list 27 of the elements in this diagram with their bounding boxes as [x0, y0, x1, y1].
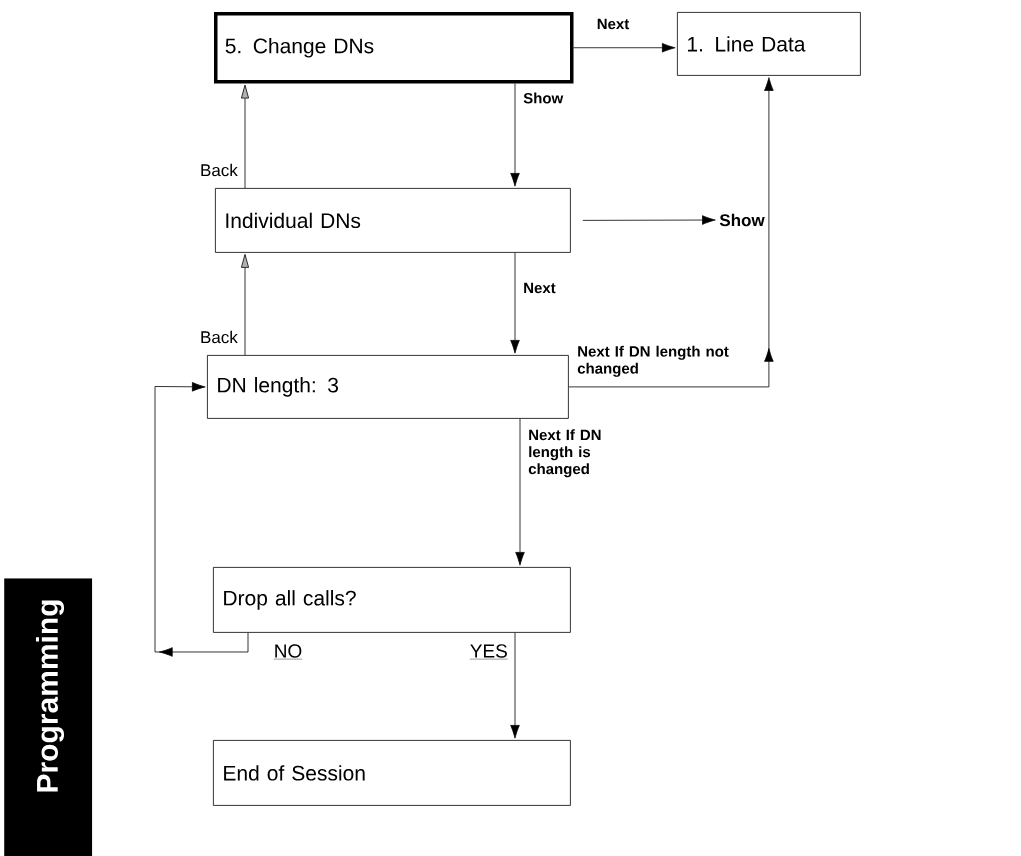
section-tab: Programming: [4, 578, 93, 856]
arrow: [582, 215, 716, 225]
edge-label: Next If DN length not changed: [577, 345, 729, 377]
arrow: [568, 77, 774, 388]
arrow: [241, 253, 249, 356]
arrow: [510, 252, 520, 354]
process-box: End of Session: [213, 740, 571, 806]
process-box: 5. Change DNs: [214, 12, 574, 84]
process-box: Individual DNs: [215, 188, 571, 253]
process-box: Drop all calls?: [213, 567, 571, 633]
process-box: 1. Line Data: [677, 12, 861, 76]
edge-label: NO: [273, 644, 303, 660]
edge-label: YES: [469, 644, 508, 660]
edge-label: Next: [597, 18, 630, 30]
bare-text: Show: [719, 213, 765, 227]
edge-label: Show: [523, 92, 564, 104]
arrow: [154, 382, 249, 657]
arrow: [573, 43, 676, 53]
arrow: [515, 418, 525, 566]
edge-label: Back: [201, 330, 238, 344]
edge-label: Next: [524, 282, 556, 294]
arrow: [510, 83, 520, 187]
edge-label: Next If DN length is changed: [528, 429, 601, 478]
edge-label: Back: [201, 163, 238, 177]
process-box: DN length: 3: [207, 355, 569, 419]
arrow: [241, 84, 249, 189]
arrow: [510, 632, 520, 739]
